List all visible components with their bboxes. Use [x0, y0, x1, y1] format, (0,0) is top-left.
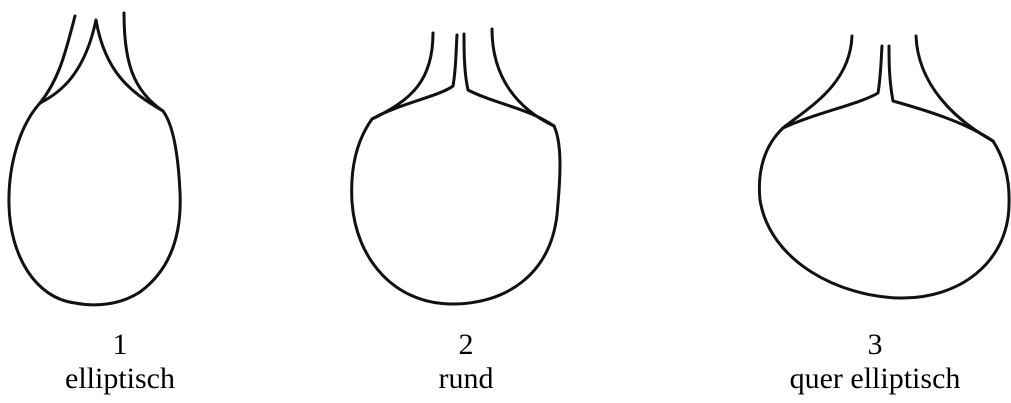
elliptical-inner-v: [40, 20, 163, 111]
transverse-elliptical-right-outer-stem: [916, 36, 993, 141]
transverse-elliptical-body: [759, 128, 1009, 298]
round-body: [352, 119, 560, 304]
caption-label: quer elliptisch: [755, 362, 995, 396]
round-left-inner-stem: [372, 35, 457, 119]
caption-round: 2 rund: [346, 328, 586, 396]
caption-number: 2: [346, 328, 586, 362]
caption-elliptical: 1 elliptisch: [0, 328, 240, 396]
caption-number: 1: [0, 328, 240, 362]
elliptical-right-outer-stem: [124, 13, 163, 111]
elliptical-shape: [9, 13, 180, 305]
round-right-inner-stem: [464, 34, 554, 126]
caption-label: elliptisch: [0, 362, 240, 396]
round-shape: [352, 29, 560, 304]
transverse-elliptical-shape: [759, 36, 1009, 298]
caption-transverse-elliptical: 3 quer elliptisch: [755, 328, 995, 396]
elliptical-body: [9, 103, 180, 305]
transverse-elliptical-right-inner-stem: [889, 46, 993, 141]
caption-number: 3: [755, 328, 995, 362]
caption-label: rund: [346, 362, 586, 396]
